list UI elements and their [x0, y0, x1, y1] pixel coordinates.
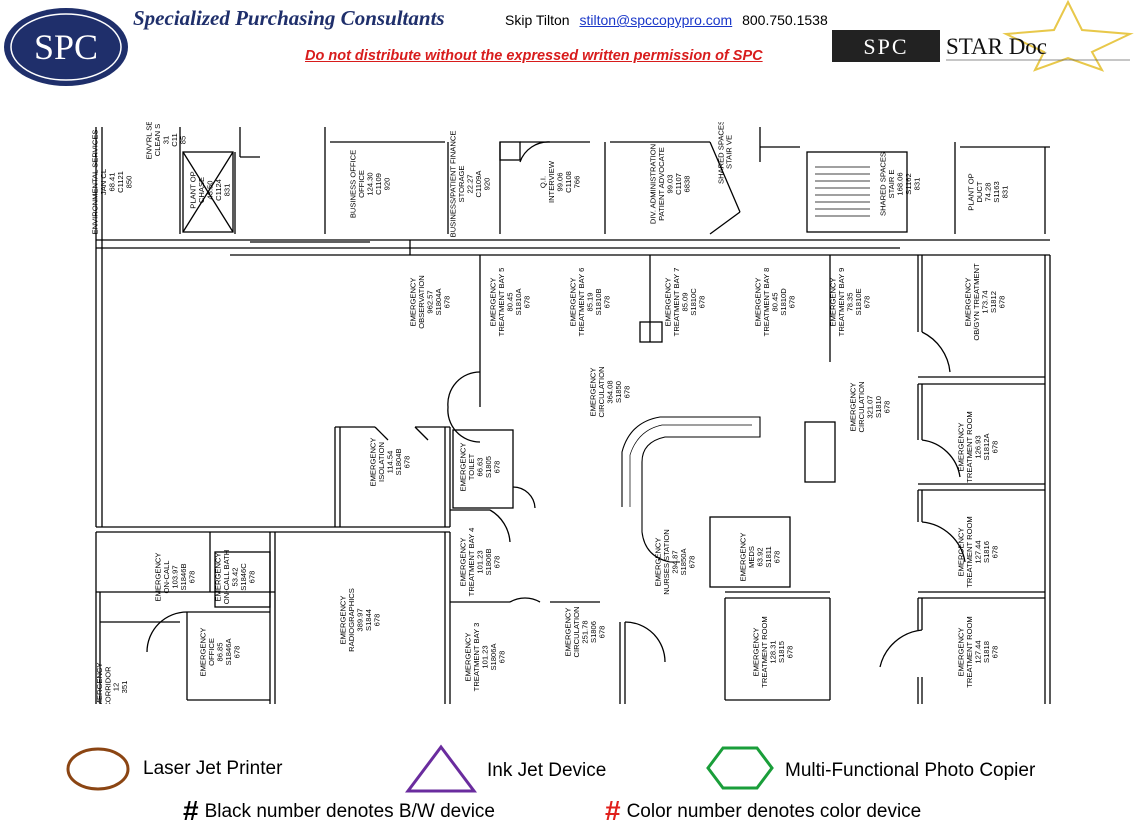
- stardoc-title: STAR Doc: [946, 34, 1047, 59]
- room-label: EMERGENCYCIRCULATION321.07S1810678: [849, 382, 892, 433]
- room-label: EMERGENCYOB/GYN TREATMENT173.74S1812678: [964, 263, 1007, 341]
- color-note-text: Color number denotes color device: [626, 801, 922, 822]
- contact-phone: 800.750.1538: [742, 12, 828, 28]
- contact-name: Skip Tilton: [505, 12, 570, 28]
- star-doc-logo: SPC STAR Doc: [832, 0, 1134, 72]
- room-label: BUSINESS/PATIENT FINANCESTORAGE22.27C110…: [449, 131, 492, 238]
- room-label: EMERGENCYTREATMENT BAY 4101.23S1806B678: [459, 528, 502, 597]
- inkjet-triangle-icon: [405, 744, 477, 793]
- room-label: PLANT OPCHASE43.50C1124831: [189, 171, 232, 208]
- room-label: EMERGENCYTREATMENT BAY 3101.23S1806A678: [464, 623, 507, 692]
- room-label: EMERGENCYTREATMENT BAY 978.35S1810E678: [829, 268, 872, 337]
- contact-info: Skip Tilton stilton@spccopypro.com 800.7…: [505, 12, 828, 28]
- room-label: Q.I.INTERVIEW99.06C1108766: [539, 160, 582, 203]
- room-label: EMERGENCYRADIOGRAPHICS389.97S1844678: [339, 588, 382, 652]
- room-label: EMERGENCYTREATMENT ROOM127.44S1816678: [957, 516, 1000, 587]
- black-hash-icon: #: [183, 795, 199, 826]
- room-label: EMERGENCYTREATMENT BAY 785.09S1810C678: [664, 268, 707, 337]
- room-label: SHARED SPACESSTAIR E168.06S1162831: [879, 152, 922, 216]
- room-label: EMERGENCYNURSES STATION294.87S1850A678: [654, 529, 697, 595]
- mfp-hexagon-icon: [706, 746, 774, 790]
- room-label: EMERGENCYCORRIDOR12351: [95, 663, 129, 704]
- company-name: Specialized Purchasing Consultants: [133, 6, 445, 30]
- room-label: EMERGENCYCIRCULATION364.08S1850678: [589, 367, 632, 418]
- legend-mfp-label: Multi-Functional Photo Copier: [785, 760, 1036, 781]
- stardoc-spc-text: SPC: [863, 34, 908, 59]
- room-label: EMERGENCYOFFICE86.85S1846A678: [199, 628, 242, 677]
- room-label: BUSINESS OFFICEOFFICE124.30C1109920: [349, 150, 392, 218]
- room-label: EMERGENCYCIRCULATION251.78S1806678: [564, 607, 607, 658]
- room-label: ENV'RL SECLEAN S31C1185: [145, 122, 188, 159]
- contact-email-link[interactable]: stilton@spccopypro.com: [579, 12, 733, 28]
- color-note: #Color number denotes color device: [605, 795, 921, 827]
- room-label: EMERGENCYTREATMENT BAY 880.45S1810D678: [754, 268, 797, 337]
- room-label: EMERGENCYON-CALL BATH53.42S1846C678: [214, 550, 257, 604]
- room-label: PLANT OPDUCT74.28S1163831: [967, 173, 1010, 210]
- room-label: EMERGENCYTREATMENT BAY 580.45S1810A678: [489, 268, 532, 337]
- distribution-warning: Do not distribute without the expressed …: [305, 48, 763, 64]
- floor-plan: ENVIRONMENTAL SERVICESJAN CL68.41C112185…: [91, 122, 1051, 704]
- room-label: EMERGENCYTREATMENT ROOM128.31S1815678: [752, 616, 795, 687]
- laser-printer-circle-icon: [66, 747, 130, 791]
- room-label: SHARED SPACESSTAIR VE: [716, 122, 733, 184]
- room-label: EMERGENCYON-CALL103.97S1846B678: [154, 553, 197, 602]
- room-label: EMERGENCYMEDS63.92S1811678: [739, 533, 782, 582]
- room-label: ENVIRONMENTAL SERVICESJAN CL68.41C112185…: [91, 130, 134, 235]
- room-label: EMERGENCYTREATMENT ROOM126.93S1812A678: [957, 411, 1000, 482]
- room-label: EMERGENCYTREATMENT BAY 685.19S1810B678: [569, 268, 612, 337]
- room-label: DIV. ADMINISTRATIONPATIENT ADVOCATE99.03…: [649, 144, 692, 224]
- legend-inkjet-label: Ink Jet Device: [487, 760, 607, 781]
- red-hash-icon: #: [605, 795, 621, 826]
- room-label: EMERGENCYTOILET66.63S1805678: [459, 443, 502, 492]
- room-labels: ENVIRONMENTAL SERVICESJAN CL68.41C112185…: [91, 122, 1010, 704]
- legend-laser-label: Laser Jet Printer: [143, 758, 283, 779]
- bw-note-text: Black number denotes B/W device: [204, 801, 495, 822]
- room-label: EMERGENCYOBSERVATION962.57S1804A678: [409, 275, 452, 329]
- spc-logo: SPC: [4, 8, 128, 86]
- room-label: EMERGENCYISOLATION114.54S1804B678: [369, 438, 412, 487]
- bw-note: #Black number denotes B/W device: [183, 795, 495, 827]
- room-label: EMERGENCYTREATMENT ROOM127.44S1818678: [957, 616, 1000, 687]
- logo-text: SPC: [34, 27, 98, 67]
